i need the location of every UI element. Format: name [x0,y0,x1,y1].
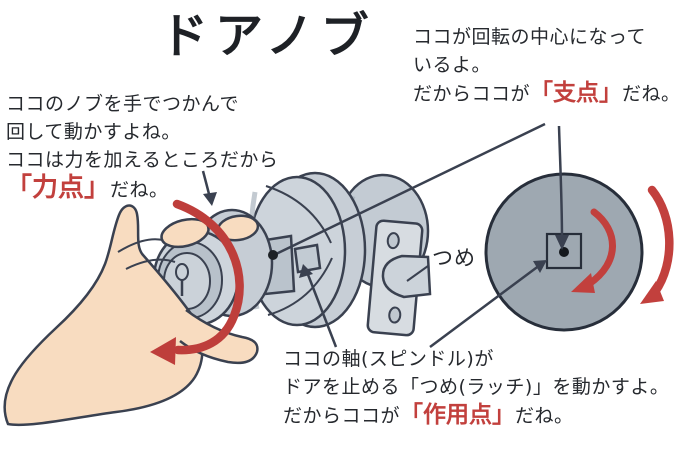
effort-note-line2: 回して動かすよね。 [6,118,278,146]
spindle-square [293,243,322,274]
rotation-arrowhead-inner-icon [571,273,595,293]
arrowhead-upright-icon [533,260,547,273]
arrowhead-up-icon [299,264,313,278]
effort-note: ココのノブを手でつかんで 回して動かすよね。 ココは力を加えるところだから 「力… [6,90,278,204]
effort-note-line4: 「力点」だね。 [6,174,278,204]
action-note: ココの軸(スピンドル)が ドアを止める「つめ(ラッチ)」を動かすよ。 だからココ… [283,345,669,430]
finger-crease-1 [117,238,164,253]
rotation-arrow-inner [585,208,616,288]
pointer-lines [201,122,569,349]
hand-palm [3,204,204,427]
fulcrum-note-line2: いるよ。 [413,51,681,79]
rotation-arrowhead-knob-icon [150,337,176,365]
rotation-arrow-knob [172,199,244,355]
latch-label-leader [406,265,429,282]
pointer-line-fulcrum-circle [557,125,564,241]
effort-note-line1: ココのノブを手でつかんで [6,90,278,118]
latch-screw-bottom [388,306,402,324]
fulcrum-note-prefix: だからココが [413,83,531,105]
zoom-circle [484,172,644,332]
latch-screw-top [386,232,400,250]
hand-illustration [3,204,260,427]
fulcrum-term: 「支点」 [530,80,623,106]
doorknob-illustration [152,171,432,337]
action-note-line3: だからココが「作用点」だね。 [283,401,669,430]
effort-note-text2: 回して動かすよね。 [6,121,181,143]
action-note-suffix: だね。 [515,405,574,427]
zoom-spindle-square [545,232,583,270]
pointer-line-action-knob [305,271,338,348]
fulcrum-note-text1: ココが回転の中心になって [413,26,647,48]
latch-label: つめ [432,246,476,270]
pointer-line-fulcrum-knob [275,122,546,256]
arrowhead-effort-icon [203,192,217,206]
action-note-line2: ドアを止める「つめ(ラッチ)」を動かすよ。 [283,373,669,401]
rotation-arrowhead-outer-icon [640,281,664,304]
rotation-arrow-outer [647,185,674,297]
fulcrum-note-suffix: だね。 [622,83,681,105]
effort-term: 「力点」 [6,173,111,203]
rose-ridge-lower [267,257,333,316]
action-note-text2: ドアを止める「つめ(ラッチ)」を動かすよ。 [283,376,670,398]
zoom-center-dot [559,247,569,257]
effort-note-suffix: だね。 [110,179,169,201]
pointer-line-action-circle [429,263,541,349]
fulcrum-note: ココが回転の中心になって いるよ。 だからココが「支点」だね。 [413,23,681,108]
knob-center-dot [268,250,278,260]
action-term: 「作用点」 [400,402,516,428]
fulcrum-note-line3: だからココが「支点」だね。 [413,79,681,108]
effort-note-text3: ココは力を加えるところだから [6,149,279,171]
fulcrum-note-text2: いるよ。 [413,54,492,76]
latch-bolt [381,254,432,299]
rotation-arrows [150,185,674,365]
arrowhead-down-icon [555,235,569,250]
page-title: ドアノブ [160,8,376,64]
rose-ridge-upper [265,185,332,244]
effort-note-line3: ココは力を加えるところだから [6,146,278,174]
finger-crease-2 [125,258,176,270]
action-note-text1: ココの軸(スピンドル)が [283,348,494,370]
fulcrum-note-line1: ココが回転の中心になって [413,23,681,51]
effort-note-text1: ココのノブを手でつかんで [6,93,240,115]
action-note-prefix: だからココが [283,405,401,427]
action-note-line1: ココの軸(スピンドル)が [283,345,669,373]
